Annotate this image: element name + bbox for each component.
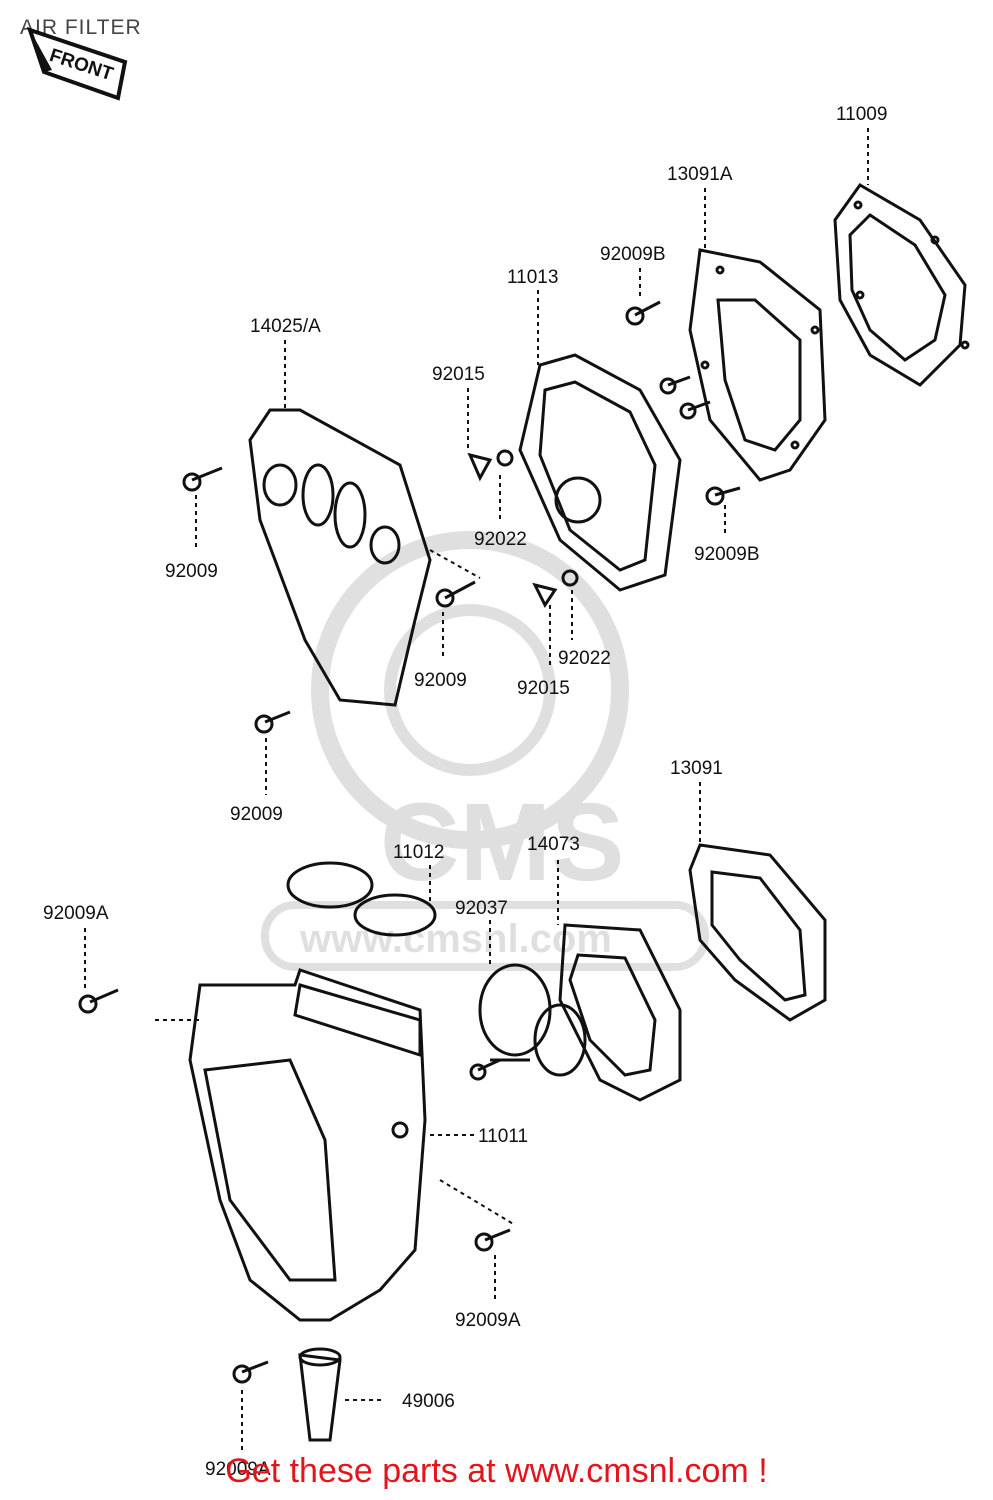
bolts: [78, 300, 741, 1384]
leader-lines: [84, 128, 869, 1450]
watermark-url: www.cmsnl.com: [299, 917, 612, 961]
label-92009B-bottom: 92009B: [694, 544, 760, 565]
label-92009A-bottom: 92009A: [205, 1459, 271, 1480]
cover-14025A: [248, 408, 432, 707]
plate-13091A: [688, 248, 827, 482]
label-11013: 11013: [507, 267, 558, 288]
label-92037: 92037: [455, 898, 508, 919]
element-11013: [518, 353, 682, 592]
duct-14073: [533, 923, 682, 1102]
part-labels: 11009 13091A 92009B 11013 14025/A 92015 …: [43, 104, 887, 1480]
label-92022-bottom: 92022: [558, 648, 611, 669]
gasket-11009: [833, 183, 970, 387]
label-14073: 14073: [527, 834, 580, 855]
label-49006: 49006: [402, 1391, 455, 1412]
label-14025A: 14025/A: [250, 316, 321, 337]
seal-11012: [286, 861, 437, 937]
label-11009: 11009: [836, 104, 887, 125]
drain-49006: [298, 1347, 342, 1442]
housing-11011: [188, 968, 427, 1322]
clamp-92037: [478, 963, 552, 1062]
front-marker: FRONT: [26, 26, 128, 101]
label-92015-top: 92015: [432, 364, 485, 385]
label-92009-mid: 92009: [414, 670, 467, 691]
label-13091A: 13091A: [667, 164, 733, 185]
label-92009A-right: 92009A: [455, 1310, 521, 1331]
footer-link[interactable]: Get these parts at www.cmsnl.com !: [225, 1452, 768, 1490]
watermark-brand: CMS: [380, 781, 624, 904]
label-13091: 13091: [670, 758, 723, 779]
label-92009-left: 92009: [165, 561, 218, 582]
label-92022-top: 92022: [474, 529, 527, 550]
label-11012: 11012: [393, 842, 444, 863]
watermark: CMS www.cmsnl.com: [261, 531, 709, 971]
gasket-13091: [688, 843, 827, 1022]
label-92009-lower: 92009: [230, 804, 283, 825]
label-11011: 11011: [478, 1126, 528, 1147]
label-92009B-top: 92009B: [600, 244, 666, 265]
label-92015-bottom: 92015: [517, 678, 570, 699]
label-92009A-left: 92009A: [43, 903, 109, 924]
diagram-title: AIR FILTER: [20, 16, 142, 39]
